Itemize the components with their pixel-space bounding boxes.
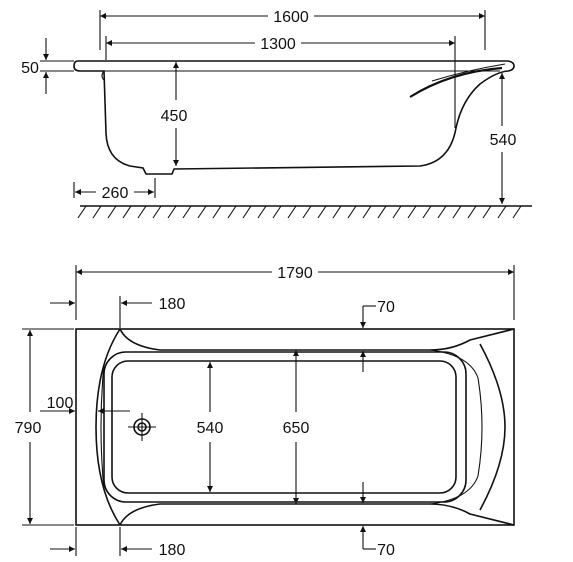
dim-inner-width: 540: [197, 362, 224, 492]
label-450: 450: [161, 108, 188, 125]
label-650: 650: [283, 420, 310, 437]
label-180-bottom: 180: [159, 542, 186, 559]
dim-rim-thickness: 50: [21, 38, 74, 94]
label-100: 100: [47, 395, 74, 412]
side-view-tub-outline: [73, 60, 515, 175]
label-180-top: 180: [159, 296, 186, 313]
dim-outer-width: 650: [283, 350, 310, 504]
tub-outer-rim: [75, 328, 515, 526]
dim-drain-wall-offset: 100: [40, 395, 130, 414]
dim-height: 540: [490, 73, 517, 204]
label-50: 50: [21, 60, 39, 77]
label-540-top: 540: [197, 420, 224, 437]
dim-side-rim-top: 70: [360, 299, 395, 372]
dim-length-total: 1790: [75, 265, 515, 320]
label-1790: 1790: [277, 265, 313, 282]
side-view: 1600 1300 50 450 540: [21, 9, 532, 219]
drain-icon: [128, 413, 156, 441]
dim-drain-offset: 260: [73, 178, 156, 202]
dim-width-total: 790: [15, 328, 74, 526]
label-70-bottom: 70: [377, 542, 395, 559]
dim-length-inner: 1300: [105, 36, 456, 128]
dim-rim-offset-bottom: 180: [50, 527, 185, 559]
dim-length-outer: 1600: [99, 9, 486, 50]
dim-side-rim-bottom: 70: [360, 482, 395, 559]
label-540-side: 540: [490, 132, 517, 149]
label-70-top: 70: [377, 299, 395, 316]
top-view: 1790 790 180 180: [15, 265, 515, 559]
dim-depth: 450: [161, 62, 188, 166]
label-790: 790: [15, 420, 42, 437]
tub-basin: [95, 328, 515, 526]
dim-rim-offset-top: 180: [50, 296, 185, 328]
label-1600: 1600: [273, 9, 309, 26]
label-260: 260: [102, 185, 129, 202]
floor-line: [77, 205, 532, 219]
label-1300: 1300: [260, 36, 296, 53]
